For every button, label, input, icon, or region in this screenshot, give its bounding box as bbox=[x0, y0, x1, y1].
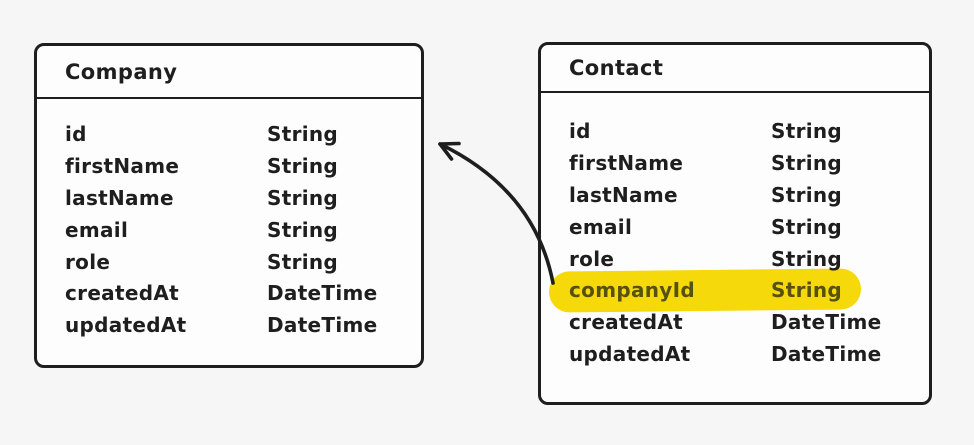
field-row: id String bbox=[541, 115, 929, 147]
field-name: updatedAt bbox=[569, 342, 691, 367]
field-name: firstName bbox=[65, 153, 180, 178]
field-name: email bbox=[65, 217, 129, 242]
field-type: DateTime bbox=[267, 313, 378, 338]
field-row: email String bbox=[541, 211, 929, 243]
field-type: DateTime bbox=[771, 310, 882, 335]
field-row: firstName String bbox=[541, 147, 929, 179]
field-name: createdAt bbox=[569, 310, 683, 335]
field-row: lastName String bbox=[37, 182, 421, 214]
field-row: email String bbox=[37, 214, 421, 246]
field-name: firstName bbox=[569, 150, 684, 175]
field-row: id String bbox=[37, 118, 421, 150]
field-type: DateTime bbox=[771, 342, 882, 367]
field-row: firstName String bbox=[37, 150, 421, 182]
field-row: createdAt DateTime bbox=[37, 277, 421, 309]
field-name: role bbox=[65, 249, 111, 274]
field-type: String bbox=[771, 182, 843, 207]
field-type: String bbox=[771, 214, 843, 239]
field-type: String bbox=[771, 150, 843, 175]
entity-title: Company bbox=[65, 59, 178, 84]
field-name: updatedAt bbox=[65, 313, 187, 338]
field-type: String bbox=[267, 121, 339, 146]
field-row: updatedAt DateTime bbox=[541, 338, 929, 370]
field-name: id bbox=[569, 118, 591, 143]
entity-title: Contact bbox=[569, 56, 664, 80]
field-name: createdAt bbox=[65, 281, 179, 306]
field-type: String bbox=[267, 217, 339, 242]
field-type: String bbox=[267, 249, 339, 274]
field-type: DateTime bbox=[267, 281, 378, 306]
field-row: createdAt DateTime bbox=[541, 306, 929, 338]
field-row: lastName String bbox=[541, 179, 929, 211]
field-type: String bbox=[771, 278, 843, 303]
field-name: lastName bbox=[569, 182, 678, 207]
field-row: role String bbox=[541, 243, 929, 275]
field-name: id bbox=[65, 121, 87, 146]
field-row: role String bbox=[37, 246, 421, 278]
field-name: role bbox=[569, 246, 615, 271]
field-name: companyId bbox=[569, 278, 695, 303]
field-name: lastName bbox=[65, 185, 174, 210]
entity-header: Company bbox=[37, 46, 421, 99]
field-type: String bbox=[267, 153, 339, 178]
arrow-curve bbox=[438, 142, 555, 285]
field-type: String bbox=[771, 118, 843, 143]
arrow-head-icon bbox=[438, 141, 461, 161]
field-row-highlighted: companyId String bbox=[541, 274, 929, 306]
field-row: updatedAt DateTime bbox=[37, 309, 421, 341]
field-type: String bbox=[267, 185, 339, 210]
field-type: String bbox=[771, 246, 843, 271]
entity-header: Contact bbox=[541, 45, 929, 93]
field-name: email bbox=[569, 214, 633, 239]
